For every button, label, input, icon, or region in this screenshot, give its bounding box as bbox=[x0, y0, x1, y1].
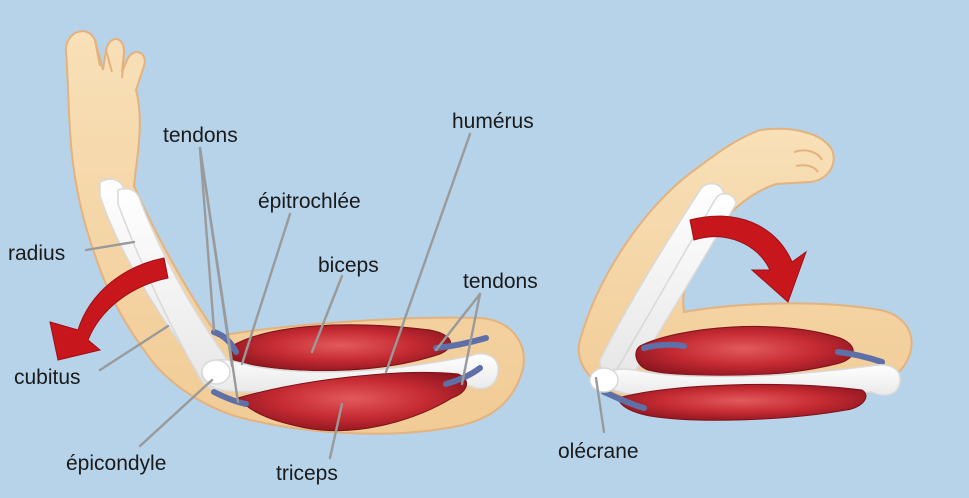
label-biceps: biceps bbox=[318, 254, 379, 277]
leader-cubitus bbox=[98, 324, 170, 372]
label-olecrane: olécrane bbox=[558, 440, 639, 463]
left-arm-extended bbox=[64, 30, 525, 435]
leader-biceps bbox=[310, 274, 344, 354]
biceps-tendon-right bbox=[433, 335, 489, 351]
flexion-arrow bbox=[689, 215, 808, 303]
right-fist-detail bbox=[793, 149, 823, 173]
triceps-tendon bbox=[211, 389, 249, 407]
leader-tendons-top-a bbox=[198, 146, 216, 332]
leader-olecrane bbox=[594, 376, 606, 434]
right-biceps-tendon-end bbox=[835, 349, 885, 365]
leader-tendons-right-a bbox=[434, 292, 482, 352]
label-epicondyle: épicondyle bbox=[66, 452, 166, 475]
labels: tendons épitrochlée humérus radius bicep… bbox=[8, 110, 639, 485]
label-epitrochlee: épitrochlée bbox=[258, 190, 361, 213]
triceps-muscle bbox=[237, 371, 467, 432]
triceps-tendon-right bbox=[443, 365, 483, 387]
leader-triceps bbox=[328, 402, 344, 460]
left-hand-fingers bbox=[94, 39, 125, 79]
leader-epicondyle bbox=[138, 378, 214, 448]
label-cubitus: cubitus bbox=[14, 366, 81, 389]
label-tendons-right: tendons bbox=[463, 270, 538, 293]
leader-radius bbox=[84, 240, 136, 252]
elbow-joint bbox=[201, 359, 231, 385]
leader-tendons-right-b bbox=[460, 292, 482, 386]
right-biceps-tendon bbox=[641, 341, 687, 351]
label-triceps: triceps bbox=[276, 462, 338, 485]
leader-humerus bbox=[384, 132, 472, 374]
label-humerus: humérus bbox=[452, 110, 534, 133]
leader-tendons-top-c bbox=[198, 146, 240, 404]
leader-epitrochlee bbox=[240, 212, 292, 366]
label-radius: radius bbox=[8, 242, 65, 265]
right-triceps-tendon bbox=[601, 389, 647, 411]
right-triceps-muscle bbox=[617, 383, 867, 421]
label-tendons-top: tendons bbox=[163, 124, 238, 147]
biceps-muscle bbox=[231, 324, 452, 372]
olecrane-joint bbox=[589, 367, 619, 393]
extension-arrow bbox=[49, 257, 169, 361]
leader-lines bbox=[84, 132, 606, 460]
right-biceps-muscle bbox=[635, 325, 854, 377]
